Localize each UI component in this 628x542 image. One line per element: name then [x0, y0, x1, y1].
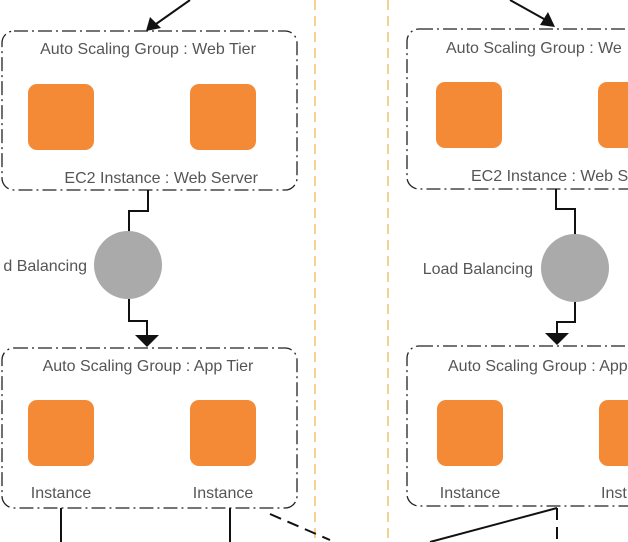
load-balancer-node-left[interactable] [94, 231, 162, 299]
app-instance-2-label: Instance [193, 485, 254, 502]
arrowhead-left-app [135, 335, 159, 347]
lb-to-app-connector-left [128, 299, 148, 336]
load-balancer-label-left: d Balancing [3, 258, 87, 275]
arrowhead-left-top [146, 17, 161, 31]
arrowhead-right-app [545, 333, 569, 345]
app-outgoing-diagonal-connector-right [429, 507, 558, 542]
app-instance-1-icon[interactable] [28, 400, 94, 466]
load-balancer-node-right[interactable] [541, 234, 609, 302]
incoming-connector-left [155, 0, 191, 25]
web-server-instance-2-icon-right[interactable] [598, 82, 628, 148]
app-instance-1-icon-right[interactable] [437, 400, 503, 466]
web-tier-group-frame-right[interactable] [406, 28, 628, 190]
left-column: Auto Scaling Group : Web Tier EC2 Instan… [1, 0, 331, 542]
app-tier-group-title: Auto Scaling Group : App Tier [43, 358, 254, 375]
web-server-instance-caption-right: EC2 Instance : Web S [471, 168, 628, 185]
web-server-instance-1-icon-right[interactable] [436, 82, 502, 148]
app-tier-group-frame-right[interactable] [406, 345, 628, 507]
arrowhead-right-top [540, 12, 555, 27]
load-balancer-label-right: Load Balancing [423, 261, 533, 278]
web-to-lb-connector-right [555, 189, 576, 235]
app-instance-2-icon[interactable] [190, 400, 256, 466]
web-tier-group-title: Auto Scaling Group : Web Tier [40, 41, 256, 58]
app-instance-2-label-right: Inst [601, 485, 627, 502]
lb-to-app-connector-right [556, 302, 576, 334]
right-column: Auto Scaling Group : We EC2 Instance : W… [406, 0, 628, 542]
app-instance-2-icon-right[interactable] [599, 400, 628, 466]
app-tier-group-frame[interactable] [1, 347, 298, 509]
web-server-instance-1-icon[interactable] [28, 84, 94, 150]
app-instance-1-label-right: Instance [440, 485, 501, 502]
web-tier-group-title-right: Auto Scaling Group : We [446, 40, 622, 57]
incoming-connector-right [509, 0, 545, 20]
cross-zone-dashed-connector [269, 513, 331, 541]
web-tier-group-frame[interactable] [1, 30, 298, 191]
app-instance-1-label: Instance [31, 485, 92, 502]
web-server-instance-2-icon[interactable] [190, 84, 256, 150]
web-server-instance-caption: EC2 Instance : Web Server [64, 170, 258, 187]
app-tier-group-title-right: Auto Scaling Group : App [448, 358, 628, 375]
web-to-lb-connector-left [128, 190, 149, 233]
